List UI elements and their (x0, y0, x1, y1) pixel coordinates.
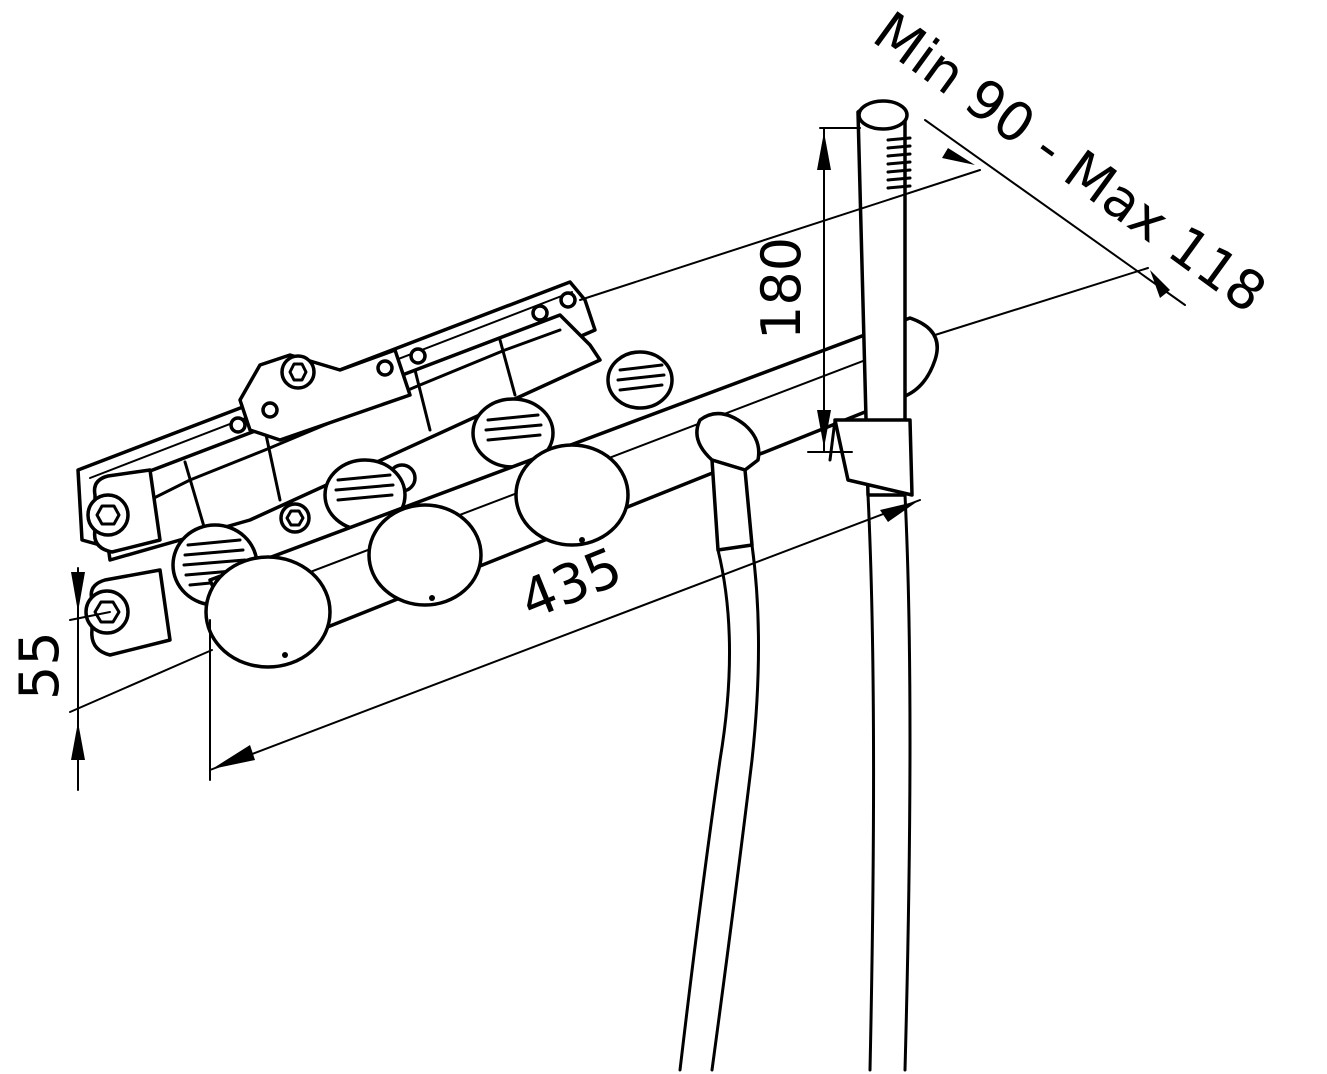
control-knobs (204, 443, 630, 669)
screw (559, 291, 577, 309)
dimension-projection-label: Min 90 - Max 118 (862, 0, 1277, 325)
screw (409, 347, 427, 365)
dimension-180: 180 (750, 127, 861, 453)
hose-outlet (678, 411, 761, 1072)
shower-holder (828, 418, 914, 497)
spray-nozzles (886, 136, 912, 190)
hex-bolt-top (280, 354, 316, 390)
screw (261, 401, 279, 419)
inlet-connectors (84, 468, 172, 657)
dimension-projection: Min 90 - Max 118 (579, 0, 1278, 336)
knob-3 (514, 443, 630, 547)
hand-shower (856, 99, 912, 1072)
knob-1 (204, 555, 332, 669)
knob-2 (367, 503, 483, 607)
screw (531, 304, 549, 322)
screw (376, 359, 394, 377)
hex-socket (279, 502, 311, 534)
dimension-55: 55 (8, 567, 213, 791)
screw (229, 416, 247, 434)
dimension-55-label: 55 (8, 631, 71, 700)
inlet-nut-top (86, 493, 130, 537)
dimension-180-label: 180 (750, 237, 813, 340)
